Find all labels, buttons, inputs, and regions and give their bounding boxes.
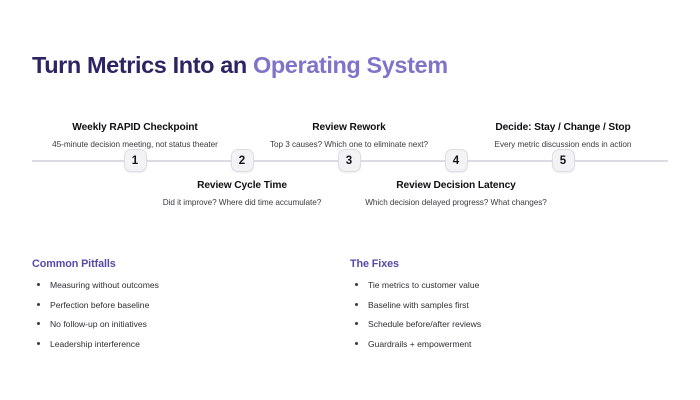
list-item: Tie metrics to customer value <box>350 279 668 291</box>
step-title: Decide: Stay / Change / Stop <box>495 122 631 134</box>
list-item-label: Perfection before baseline <box>50 299 150 310</box>
bullet-dot-icon <box>355 283 358 286</box>
bullet-dot-icon <box>355 322 358 326</box>
pitfalls-list: Measuring without outcomes Perfection be… <box>32 279 350 350</box>
timeline-node-number: 1 <box>131 154 139 167</box>
step-description: Which decision delayed progress? What ch… <box>365 197 547 207</box>
list-item: Guardrails + empowerment <box>350 338 668 350</box>
timeline-node-number: 4 <box>452 154 460 167</box>
list-item: Perfection before baseline <box>32 299 350 311</box>
timeline: Weekly RAPID Checkpoint 45-minute decisi… <box>0 95 700 235</box>
step-description: 45-minute decision meeting, not status t… <box>52 140 218 150</box>
list-item-label: Baseline with samples first <box>368 299 469 310</box>
bullet-dot-icon <box>355 341 358 345</box>
list-item: Schedule before/after reviews <box>350 318 668 330</box>
column-common-pitfalls: Common Pitfalls Measuring without outcom… <box>32 258 350 357</box>
bullet-dot-icon <box>37 322 40 326</box>
timeline-step-2-label: Review Cycle Time Did it improve? Where … <box>142 179 342 209</box>
list-item-label: No follow-up on initiatives <box>50 319 147 330</box>
page-title-accent: Operating System <box>252 51 448 78</box>
list-item: Leadership interference <box>32 338 350 350</box>
timeline-step-5-label: Decide: Stay / Change / Stop Every metri… <box>463 121 663 151</box>
column-title: Common Pitfalls <box>32 258 116 270</box>
list-item-label: Tie metrics to customer value <box>368 280 480 290</box>
step-title: Review Rework <box>312 122 386 134</box>
step-title: Weekly RAPID Checkpoint <box>72 122 198 134</box>
timeline-step-4-label: Review Decision Latency Which decision d… <box>356 179 556 209</box>
timeline-node-2[interactable]: 2 <box>230 149 254 172</box>
step-title: Review Cycle Time <box>197 180 287 191</box>
timeline-node-4[interactable]: 4 <box>444 149 468 172</box>
timeline-node-number: 2 <box>238 154 246 167</box>
timeline-node-number: 3 <box>345 154 353 167</box>
page-title-primary: Turn Metrics Into an <box>32 51 253 78</box>
bullet-dot-icon <box>355 302 358 306</box>
bullet-dot-icon <box>37 283 40 286</box>
column-title: The Fixes <box>350 258 399 270</box>
timeline-node-5[interactable]: 5 <box>551 149 575 172</box>
column-the-fixes: The Fixes Tie metrics to customer value … <box>350 258 668 357</box>
step-description: Did it improve? Where did time accumulat… <box>162 197 322 207</box>
list-item: No follow-up on initiatives <box>32 318 350 330</box>
bullet-dot-icon <box>37 341 40 345</box>
list-item-label: Leadership interference <box>50 338 140 349</box>
fixes-list: Tie metrics to customer value Baseline w… <box>350 279 668 350</box>
bullet-dot-icon <box>37 302 40 306</box>
step-title: Review Decision Latency <box>396 180 516 191</box>
list-item: Baseline with samples first <box>350 299 668 311</box>
timeline-node-3[interactable]: 3 <box>337 149 361 172</box>
timeline-step-3-label: Review Rework Top 3 causes? Which one to… <box>249 121 449 151</box>
list-item-label: Measuring without outcomes <box>50 280 159 290</box>
timeline-node-1[interactable]: 1 <box>123 149 147 172</box>
list-item: Measuring without outcomes <box>32 279 350 291</box>
page-title: Turn Metrics Into an Operating System <box>32 52 448 79</box>
list-item-label: Schedule before/after reviews <box>368 319 482 330</box>
timeline-node-number: 5 <box>559 154 567 167</box>
list-item-label: Guardrails + empowerment <box>368 338 472 349</box>
step-description: Top 3 causes? Which one to eliminate nex… <box>269 140 429 150</box>
step-description: Every metric discussion ends in action <box>494 140 632 150</box>
timeline-step-1-label: Weekly RAPID Checkpoint 45-minute decisi… <box>35 121 235 151</box>
bottom-columns: Common Pitfalls Measuring without outcom… <box>32 258 668 357</box>
